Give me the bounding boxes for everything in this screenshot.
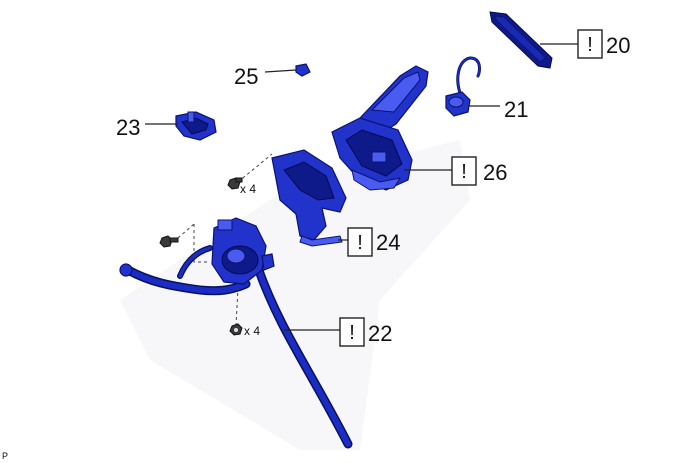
part-22-long-tube[interactable] <box>253 263 353 449</box>
part-21-number: 21 <box>504 97 528 122</box>
part-23-number: 23 <box>116 115 140 140</box>
part-20-warning-box[interactable]: ! <box>577 29 603 59</box>
part-23-bracket[interactable] <box>175 111 217 141</box>
part-24-warning-box[interactable]: ! <box>347 227 373 257</box>
part-25-number: 25 <box>234 64 258 89</box>
part-22-number: 22 <box>368 321 392 346</box>
ground-shadow <box>120 140 470 450</box>
part-25-clip[interactable] <box>295 63 311 77</box>
left-screw-icon <box>159 235 179 248</box>
part-26-warning-box[interactable]: ! <box>451 156 477 186</box>
upper-bolt-guide-line <box>237 153 273 183</box>
lower-nut-quantity: x 4 <box>244 324 260 338</box>
part-22-warning-box[interactable]: ! <box>339 317 365 347</box>
svg-text:!: ! <box>587 34 593 56</box>
part-22-motor-body[interactable] <box>211 217 275 285</box>
part-20-panel[interactable] <box>489 11 553 69</box>
upper-bolt-icon <box>227 177 243 190</box>
part-25-leader <box>264 69 297 73</box>
corner-code: P <box>2 451 8 461</box>
part-26-number: 26 <box>483 160 507 185</box>
part-24-number: 24 <box>376 230 400 255</box>
left-screw-guide-line <box>177 223 210 263</box>
lower-nut-guide-line <box>235 287 239 327</box>
lower-nut-icon <box>229 323 243 336</box>
svg-text:!: ! <box>461 161 467 183</box>
upper-bolt-quantity: x 4 <box>240 182 256 196</box>
part-20-number: 20 <box>606 33 630 58</box>
svg-text:!: ! <box>349 322 355 344</box>
part-24-frame-bracket[interactable] <box>271 149 347 247</box>
svg-text:!: ! <box>357 232 363 254</box>
part-21-sensor[interactable] <box>445 56 482 117</box>
part-22-left-hose[interactable] <box>119 245 251 296</box>
part-26-duct-assembly[interactable] <box>331 65 429 191</box>
